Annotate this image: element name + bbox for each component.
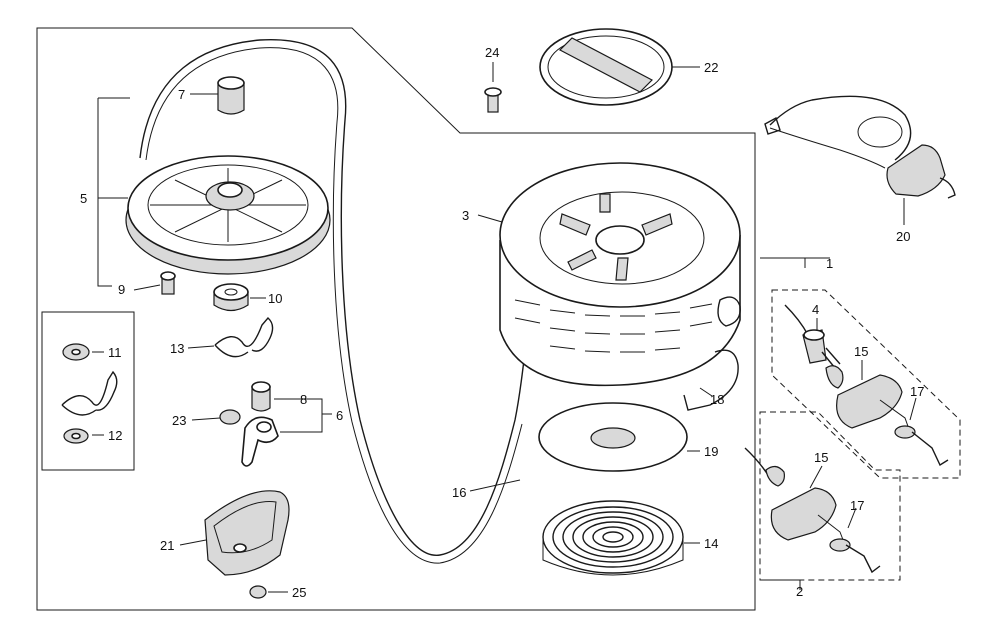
spring-clip bbox=[683, 349, 739, 411]
callout-16: 16 bbox=[452, 485, 466, 500]
callout-8: 8 bbox=[300, 392, 307, 407]
recoil-spring bbox=[542, 500, 684, 576]
callout-2: 2 bbox=[796, 584, 803, 599]
callout-14: 14 bbox=[704, 536, 718, 551]
callout-3: 3 bbox=[462, 208, 469, 223]
starter-handle-with-cord bbox=[764, 95, 956, 199]
callout-6: 6 bbox=[336, 408, 343, 423]
callout-7: 7 bbox=[178, 87, 185, 102]
leader-lines bbox=[92, 62, 917, 593]
collar bbox=[217, 76, 245, 115]
main-frame bbox=[36, 27, 756, 611]
callout-11: 11 bbox=[108, 345, 122, 360]
callout-15-lower: 15 bbox=[814, 450, 828, 465]
callout-13: 13 bbox=[170, 341, 184, 356]
callout-19: 19 bbox=[704, 444, 718, 459]
ratchet-spring bbox=[214, 317, 274, 358]
callout-1: 1 bbox=[826, 256, 833, 271]
callout-12: 12 bbox=[108, 428, 122, 443]
callout-18: 18 bbox=[710, 392, 724, 407]
small-parts bbox=[61, 343, 118, 444]
callout-10: 10 bbox=[268, 291, 282, 306]
callout-15-upper: 15 bbox=[854, 344, 868, 359]
small-parts-frame bbox=[41, 311, 135, 471]
callout-25: 25 bbox=[292, 585, 306, 600]
rope-guide-cover bbox=[204, 490, 290, 576]
callout-17-lower: 17 bbox=[850, 498, 864, 513]
starter-housing bbox=[499, 162, 741, 387]
starter-rope bbox=[139, 39, 525, 556]
friction-plate bbox=[538, 402, 688, 472]
callout-5: 5 bbox=[80, 191, 87, 206]
callout-22: 22 bbox=[704, 60, 718, 75]
pulley-reel bbox=[125, 155, 331, 275]
callout-20: 20 bbox=[896, 229, 910, 244]
callout-24: 24 bbox=[485, 45, 499, 60]
callout-23: 23 bbox=[172, 413, 186, 428]
bolt bbox=[160, 271, 176, 295]
callout-9: 9 bbox=[118, 282, 125, 297]
ratchet-pawl-set bbox=[219, 381, 279, 467]
handle-assembly-upper bbox=[784, 304, 949, 467]
mounting-bolt bbox=[484, 87, 502, 113]
nut bbox=[213, 283, 249, 312]
callout-4: 4 bbox=[812, 302, 819, 317]
handle-assembly-lower bbox=[744, 447, 881, 574]
callout-21: 21 bbox=[160, 538, 174, 553]
emblem-plate bbox=[539, 28, 673, 106]
small-nut bbox=[249, 585, 267, 599]
callout-labels: 1 2 3 4 5 6 7 8 9 10 11 12 13 14 15 15 1… bbox=[80, 45, 924, 600]
callout-17-upper: 17 bbox=[910, 384, 924, 399]
handle-assembly-1-frame bbox=[771, 289, 961, 479]
